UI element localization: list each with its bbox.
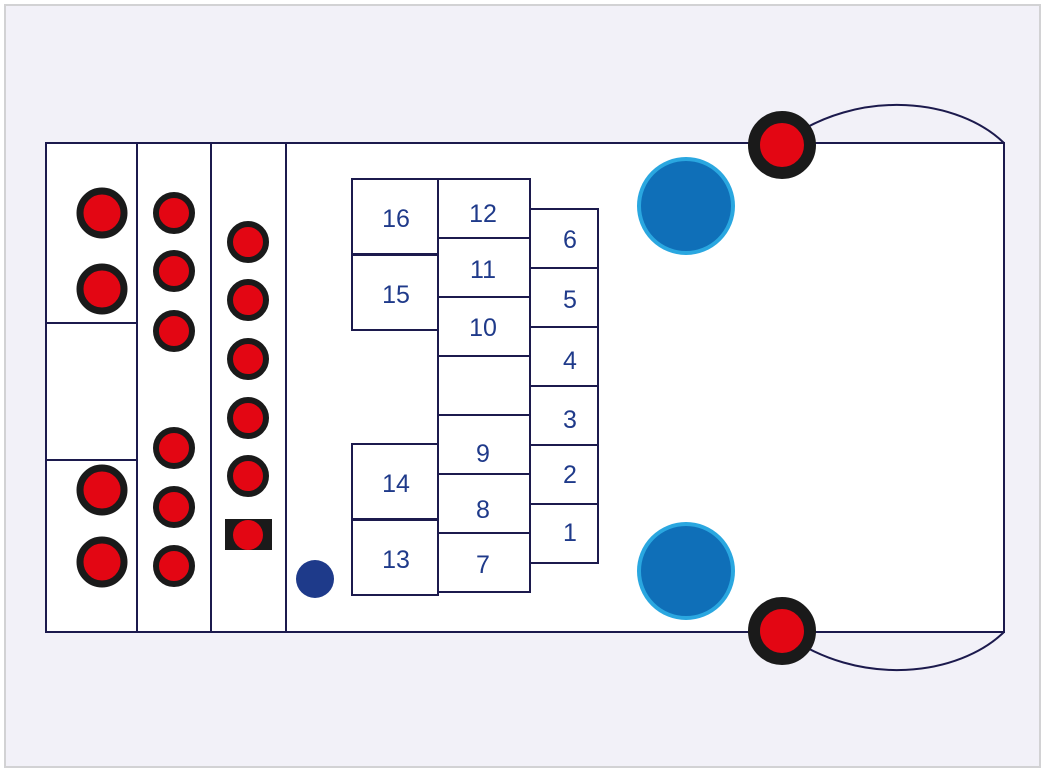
slot-box: [529, 208, 599, 269]
slot-box: [529, 267, 599, 328]
fuse-large: [76, 263, 128, 315]
slot-label: 9: [476, 440, 490, 468]
small-blue-dot: [296, 560, 334, 598]
corner-connector: [748, 111, 816, 179]
fuse-medium: [227, 455, 269, 497]
slot-box: [437, 473, 531, 534]
slot-label: 16: [382, 205, 410, 233]
fuse-medium: [227, 279, 269, 321]
fuse-large: [76, 464, 128, 516]
slot-box: [437, 178, 531, 239]
slot-box: [351, 178, 439, 255]
slot-label: 12: [469, 200, 497, 228]
slot-label: 14: [382, 470, 410, 498]
slot-label: 5: [563, 286, 577, 314]
large-blue-circle: [637, 157, 735, 255]
fuse-medium: [153, 545, 195, 587]
slot-box: [529, 503, 599, 564]
corner-connector: [748, 597, 816, 665]
slot-grid: [351, 178, 599, 596]
slot-label: 15: [382, 281, 410, 309]
slot-label: 8: [476, 496, 490, 524]
slot-box: [351, 443, 439, 520]
fuse-in-holder: [233, 520, 263, 550]
bottom-arc: [781, 631, 1005, 672]
fuse-medium: [227, 397, 269, 439]
slot-labels: 16 15 14 13 12 11 10 9 8 7 6 5 4 3 2 1: [382, 200, 577, 579]
fuse-medium: [153, 427, 195, 469]
fuse-large: [76, 187, 128, 239]
slot-label: 1: [563, 519, 577, 547]
slot-label: 11: [470, 256, 496, 284]
fuse-medium: [153, 250, 195, 292]
slot-box: [529, 326, 599, 387]
fuse-column-1: [76, 187, 128, 588]
fuse-medium: [153, 192, 195, 234]
fuse-medium: [227, 338, 269, 380]
slot-box: [351, 519, 439, 596]
slot-box: [437, 355, 531, 416]
fuse-medium: [227, 221, 269, 263]
top-arc: [781, 103, 1005, 144]
slot-label: 4: [563, 347, 577, 375]
fuse-column-3: [225, 221, 272, 550]
fuse-medium: [153, 310, 195, 352]
slot-box: [437, 237, 531, 298]
slot-box: [529, 444, 599, 505]
slot-label: 2: [563, 461, 577, 489]
slot-label: 6: [563, 226, 577, 254]
large-blue-circle: [637, 522, 735, 620]
slot-label: 7: [476, 551, 490, 579]
slot-box: [351, 254, 439, 331]
fuse-medium: [153, 486, 195, 528]
fuse-column-2: [153, 192, 195, 587]
fuse-large: [76, 536, 128, 588]
slot-label: 3: [563, 406, 577, 434]
slot-box: [437, 296, 531, 357]
slot-box: [437, 532, 531, 593]
slot-label: 10: [469, 314, 497, 342]
slot-label: 13: [382, 546, 410, 574]
